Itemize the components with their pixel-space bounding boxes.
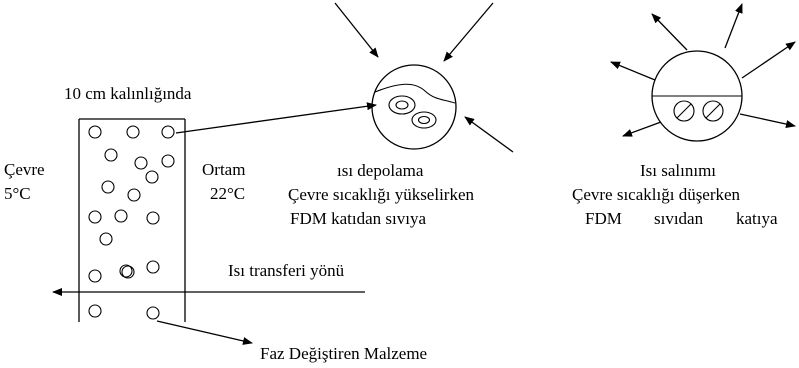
solid-bubble-inner xyxy=(395,100,409,110)
pcm-capsule xyxy=(99,232,113,246)
pcm-capsule xyxy=(145,170,159,184)
storage-title: ısı depolama xyxy=(337,161,424,180)
outgoing-heat-arrow xyxy=(724,3,743,49)
pcm-capsule xyxy=(134,156,148,170)
release-title: Isı salınımı xyxy=(640,161,716,180)
heat-release-capsule xyxy=(651,50,743,142)
release-phase-word: FDM xyxy=(585,209,622,228)
solid-particle-mark xyxy=(705,103,721,119)
outside-label: Çevre xyxy=(4,160,45,179)
storage-phase-change: FDM katıdan sıvıya xyxy=(290,209,426,228)
pcm-capsule xyxy=(88,304,102,318)
material-label: Faz Değiştiren Malzeme xyxy=(260,344,427,363)
pcm-capsule xyxy=(88,125,102,139)
storage-condition: Çevre sıcaklığı yükselirken xyxy=(288,185,475,204)
outgoing-heat-arrow xyxy=(741,41,796,79)
solid-particle xyxy=(702,100,724,122)
incoming-heat-arrow xyxy=(464,116,514,153)
pcm-capsule xyxy=(146,260,160,274)
heat-transfer-label: Isı transferi yönü xyxy=(228,261,345,280)
pcm-capsules xyxy=(88,125,175,320)
outgoing-heat-arrow xyxy=(651,13,688,51)
pcm-capsule xyxy=(126,125,140,139)
pcm-capsule xyxy=(104,148,118,162)
storage-capsule-outline xyxy=(371,64,457,150)
solid-particle xyxy=(673,100,695,122)
zoom-pointer-arrow xyxy=(175,102,377,134)
solid-bubble-outer xyxy=(388,95,416,115)
incoming-heat-arrow xyxy=(443,2,494,62)
inside-label: Ortam xyxy=(202,160,245,179)
outgoing-heat-arrow xyxy=(610,61,656,81)
solid-bubble-inner xyxy=(417,115,431,125)
melt-interface-line xyxy=(374,83,456,104)
outgoing-heat-arrow xyxy=(622,121,662,137)
pcm-capsule xyxy=(88,210,102,224)
outside-temperature: 5°C xyxy=(4,184,31,203)
release-condition: Çevre sıcaklığı düşerken xyxy=(572,185,741,204)
incoming-heat-arrow xyxy=(334,2,379,58)
release-phase-word: sıvıdan xyxy=(654,209,704,228)
inside-temperature: 22°C xyxy=(210,184,245,203)
pcm-capsule xyxy=(146,211,160,225)
heat-storage-capsule xyxy=(371,64,457,150)
pcm-capsule xyxy=(121,265,135,279)
wall-section xyxy=(78,118,186,322)
pcm-capsule xyxy=(127,188,141,202)
pcm-capsule xyxy=(161,125,175,139)
pcm-capsule xyxy=(88,269,102,283)
pcm-capsule xyxy=(119,264,133,278)
pcm-capsule xyxy=(146,306,160,320)
pcm-capsule xyxy=(161,154,175,168)
solid-particle-mark xyxy=(676,103,692,119)
outgoing-heat-arrow xyxy=(739,113,796,128)
solid-bubble-outer xyxy=(411,111,437,129)
material-pointer-arrow xyxy=(156,320,253,345)
pcm-capsule xyxy=(101,180,115,194)
release-phase-word: katıya xyxy=(736,209,778,228)
wall-thickness-label: 10 cm kalınlığında xyxy=(64,84,192,103)
pcm-capsule xyxy=(114,209,128,223)
